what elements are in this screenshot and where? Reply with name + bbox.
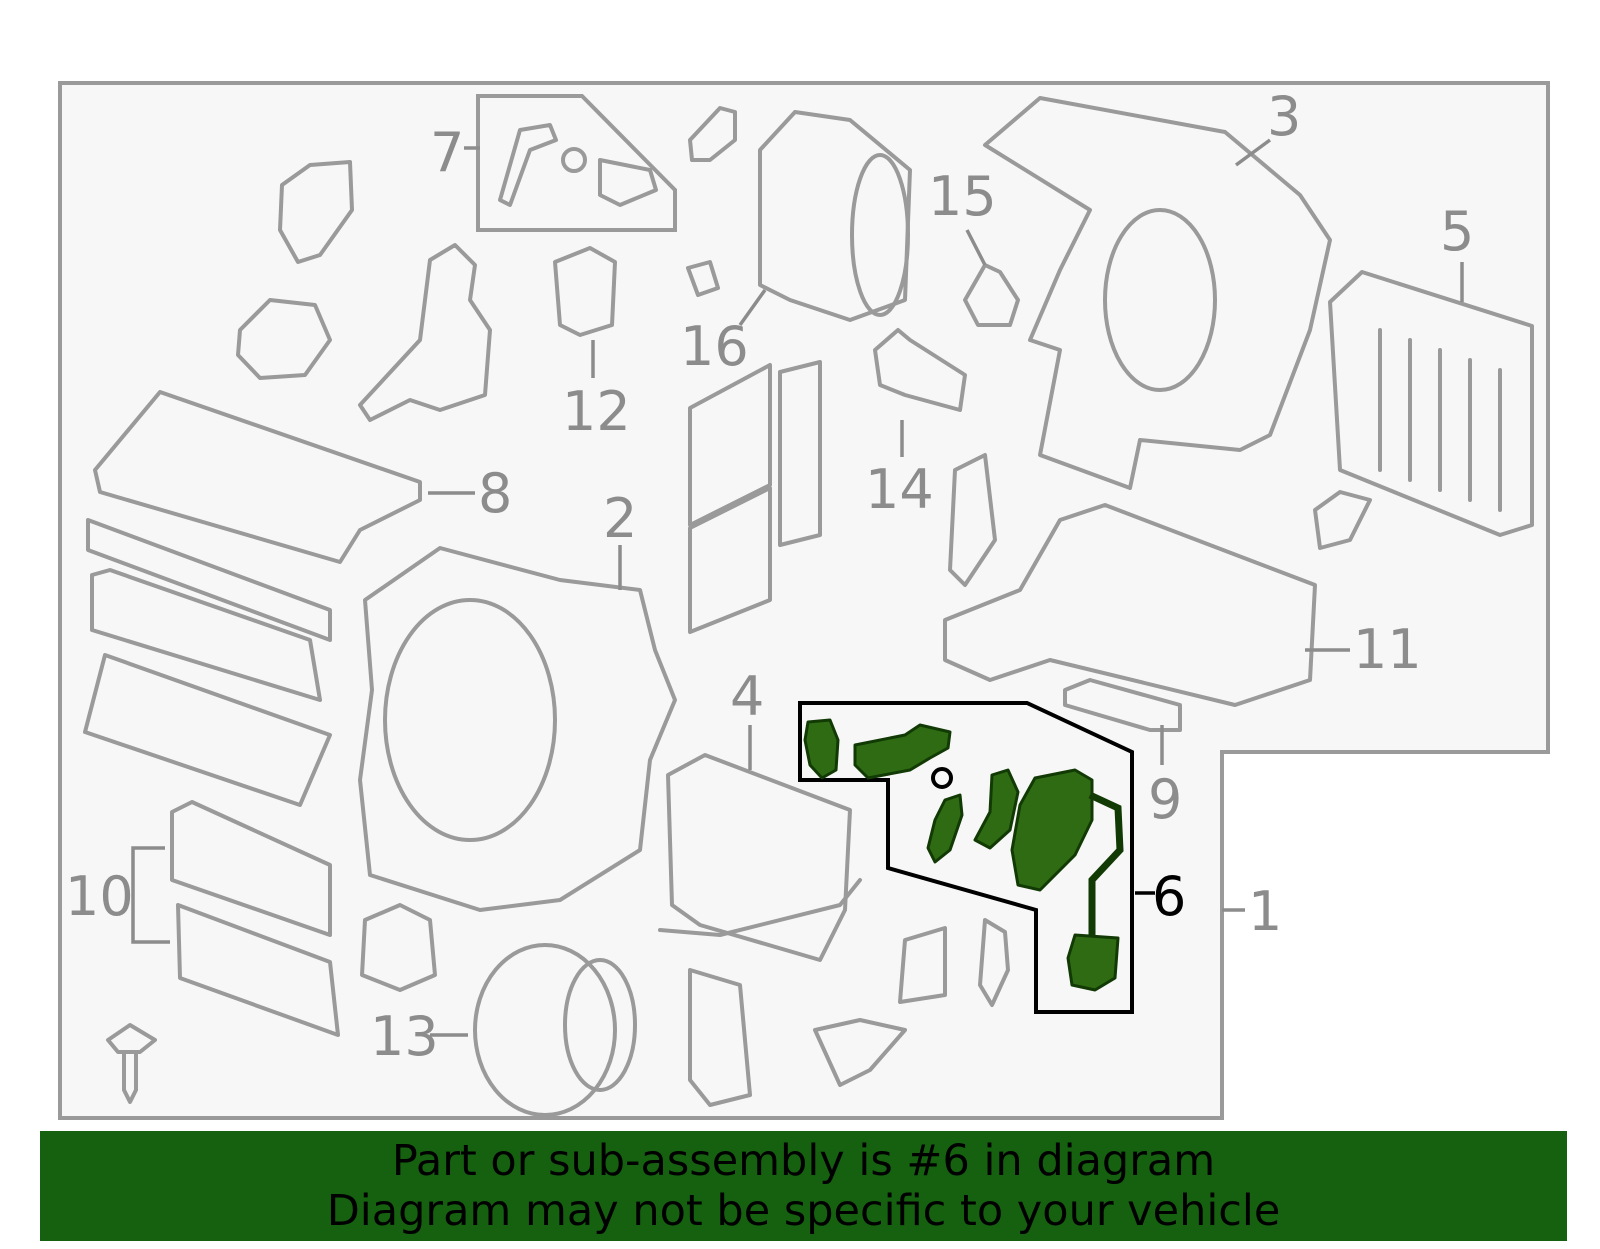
callout-5: 5	[1440, 200, 1474, 263]
callout-16: 16	[680, 315, 749, 378]
callout-3: 3	[1267, 85, 1301, 148]
part-13-blower-motor	[473, 943, 637, 1117]
callout-9: 9	[1148, 768, 1182, 831]
callout-4: 4	[730, 665, 764, 728]
part-2-heater-case	[358, 546, 677, 912]
part-5-evaporator	[1328, 270, 1534, 537]
part-16-blower-housing	[758, 110, 912, 322]
part-4-heater-core	[658, 753, 862, 962]
banner-line-1: Part or sub-assembly is #6 in diagram	[391, 1136, 1216, 1186]
callout-15: 15	[928, 165, 997, 228]
callout-6: 6	[1152, 865, 1186, 928]
part-12-expansion-valve	[553, 246, 617, 337]
filter-panels-left	[83, 518, 332, 807]
part-7-inset-box	[476, 94, 677, 232]
part-7-drawing	[498, 123, 658, 207]
actuator-top-left	[236, 160, 354, 380]
callout-13: 13	[370, 1005, 439, 1068]
part-14-resistor	[873, 328, 967, 412]
part-6-highlighted-drawing	[803, 718, 1124, 992]
callout-11: 11	[1353, 618, 1422, 681]
small-bracket-top	[686, 106, 737, 297]
part-6-inset-box	[798, 701, 1134, 1014]
info-banner: Part or sub-assembly is #6 in diagram Di…	[40, 1131, 1567, 1241]
callout-8: 8	[478, 462, 512, 525]
linkage-part	[358, 243, 492, 422]
part-3-upper-case	[983, 96, 1332, 490]
part-9-seal	[1063, 678, 1182, 732]
screw-icon	[106, 1023, 157, 1104]
part-8-duct	[93, 390, 422, 564]
callout-12: 12	[562, 380, 631, 443]
assembly-frame	[58, 81, 1550, 1120]
callout-7: 7	[430, 121, 464, 184]
banner-line-2: Diagram may not be specific to your vehi…	[326, 1186, 1281, 1236]
filter-panels-center	[688, 360, 822, 634]
part-10-filters	[170, 800, 340, 1037]
callout-labels: 7 3 5 15 16 12 14 8 2 11 4 9 10 6 1 13	[65, 85, 1474, 1068]
callout-1: 1	[1248, 880, 1282, 943]
callout-14: 14	[865, 458, 934, 521]
part-11-lower-case	[943, 503, 1317, 707]
misc-lower-parts	[360, 453, 1372, 1107]
callout-10: 10	[65, 865, 134, 928]
leader-lines	[131, 138, 1464, 1037]
callout-2: 2	[603, 487, 637, 550]
